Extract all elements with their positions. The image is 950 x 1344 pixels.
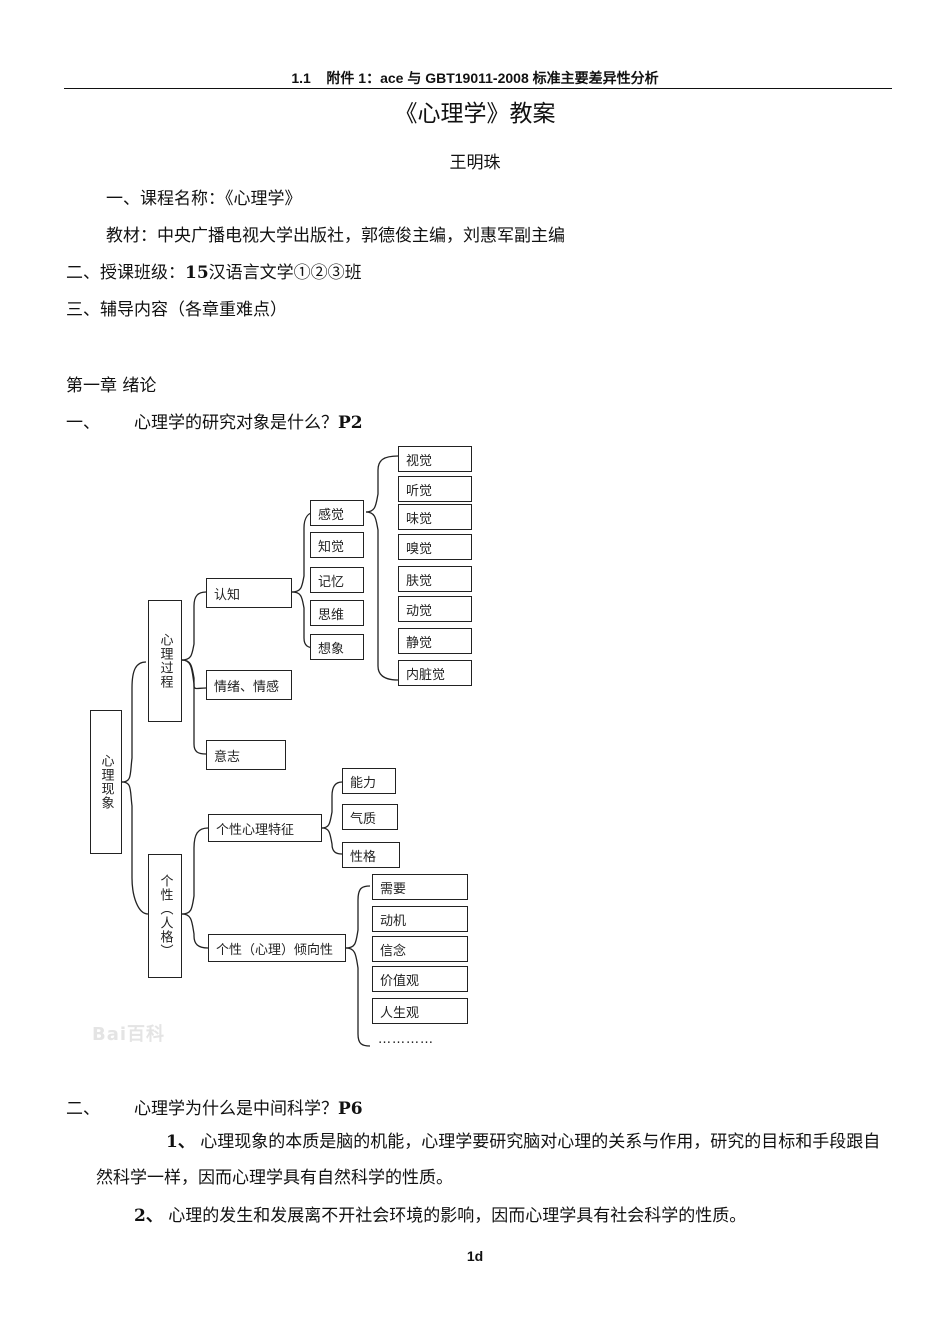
content-heading: 三、辅导内容（各章重难点）: [66, 300, 287, 320]
paragraph-1-text: 心理现象的本质是脑的机能，心理学要研究脑对心理的关系与作用，研究的目标和手段跟自…: [96, 1132, 881, 1188]
document-title: 《心理学》教案: [394, 101, 556, 127]
baike-watermark-logo: Bai百科: [92, 1024, 166, 1045]
textbook: 教材：中央广播电视大学出版社，郭德俊主编，刘惠军副主编: [106, 226, 565, 246]
author: 王明珠: [449, 153, 501, 173]
node-sense-item-2: 味觉: [398, 504, 472, 530]
diagram-connectors: [121, 455, 399, 1047]
class-number: 15: [185, 263, 209, 283]
node-personality-traits: 个性心理特征: [208, 814, 322, 842]
page-number: 1d: [466, 1248, 484, 1264]
question-1: 心理学的研究对象是什么？P2: [134, 408, 363, 433]
question-2-number: 二、: [66, 1099, 100, 1119]
question-1-text: 心理学的研究对象是什么？: [134, 413, 338, 433]
node-trait-item-0: 能力: [342, 768, 396, 794]
paragraph-1-number: 1、: [166, 1132, 195, 1152]
class-suffix: 汉语言文学①②③班: [208, 263, 362, 283]
node-personality: 个性（人格）: [148, 854, 182, 978]
node-sense-item-7: 内脏觉: [398, 660, 472, 686]
paragraph-2-number: 2、: [134, 1206, 163, 1226]
paragraph-2-text: 心理的发生和发展离不开社会环境的影响，因而心理学具有社会科学的性质。: [162, 1206, 747, 1226]
node-sense-item-0: 视觉: [398, 446, 472, 472]
node-root: 心理现象: [90, 710, 122, 854]
node-sense-item-6: 静觉: [398, 628, 472, 654]
node-will: 意志: [206, 740, 286, 770]
question-2: 心理学为什么是中间科学？P6: [134, 1094, 363, 1119]
course-name: 一、课程名称：《心理学》: [106, 189, 302, 209]
header-text-a: 附件 1：ace 与: [326, 70, 426, 86]
paragraph-2: 2、 心理的发生和发展离不开社会环境的影响，因而心理学具有社会科学的性质。: [134, 1198, 894, 1234]
node-sense-item-4: 肤觉: [398, 566, 472, 592]
class-prefix: 二、授课班级：: [66, 263, 185, 283]
node-tendency-item-3: 价值观: [372, 966, 468, 992]
node-cognition-item-2: 记忆: [310, 567, 364, 593]
class-line: 二、授课班级：15汉语言文学①②③班: [66, 258, 362, 283]
header-standard: GBT19011-2008: [425, 70, 529, 86]
node-sense-item-5: 动觉: [398, 596, 472, 622]
psychology-concept-diagram: 心理现象 心理过程 个性（人格） 认知 情绪、情感 意志 个性心理特征 个性（心…: [66, 446, 546, 1076]
node-trait-item-1: 气质: [342, 804, 398, 830]
question-1-page: P2: [338, 413, 363, 433]
node-tendency-item-0: 需要: [372, 874, 468, 900]
chapter-heading: 第一章 绪论: [66, 376, 157, 396]
node-tendency-item-4: 人生观: [372, 998, 468, 1024]
question-2-page: P6: [338, 1099, 363, 1119]
node-sense-item-3: 嗅觉: [398, 534, 472, 560]
node-cognition-item-1: 知觉: [310, 532, 364, 558]
question-1-number: 一、: [66, 413, 100, 433]
more-items-ellipsis: …………: [378, 1032, 434, 1047]
node-cognition-item-3: 思维: [310, 600, 364, 626]
node-mental-process: 心理过程: [148, 600, 182, 722]
node-sense-item-1: 听觉: [398, 476, 472, 502]
node-cognition-item-0: 感觉: [310, 500, 364, 526]
node-cognition: 认知: [206, 578, 292, 608]
node-tendency-item-1: 动机: [372, 906, 468, 932]
node-tendency-item-2: 信念: [372, 936, 468, 962]
node-cognition-item-4: 想象: [310, 634, 364, 660]
header-section: 1.1: [291, 70, 311, 86]
node-emotion: 情绪、情感: [206, 670, 292, 700]
question-2-text: 心理学为什么是中间科学？: [134, 1099, 338, 1119]
node-personality-tendency: 个性（心理）倾向性: [208, 934, 346, 962]
header-text-c: 标准主要差异性分析: [528, 70, 659, 86]
running-header: 1.1 附件 1：ace 与 GBT19011-2008 标准主要差异性分析: [0, 68, 950, 88]
node-trait-item-2: 性格: [342, 842, 400, 868]
header-rule: [64, 88, 892, 89]
paragraph-1: 1、 心理现象的本质是脑的机能，心理学要研究脑对心理的关系与作用，研究的目标和手…: [96, 1124, 886, 1196]
